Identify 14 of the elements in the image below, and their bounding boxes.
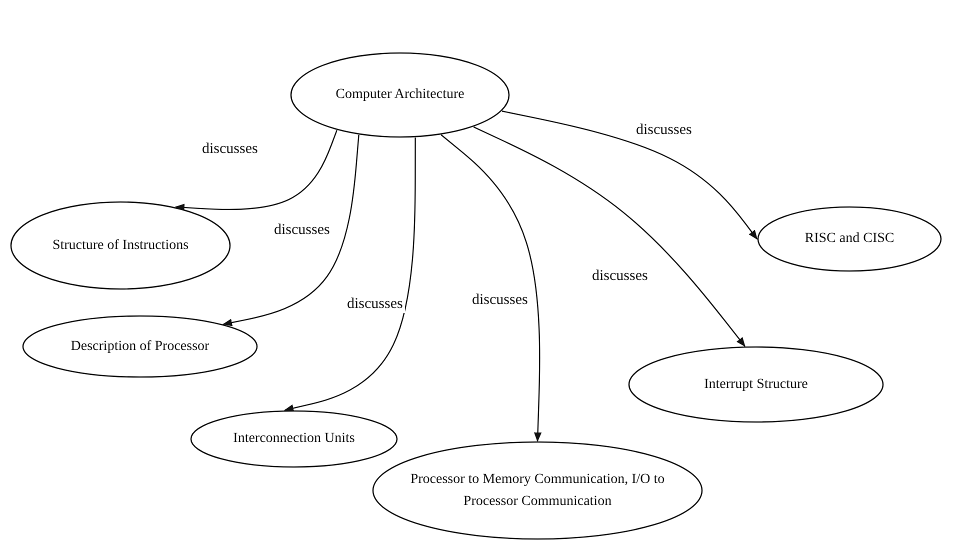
arrow <box>284 138 416 412</box>
arrow <box>440 134 542 442</box>
node-label: Description of Processor <box>70 338 210 356</box>
arrow <box>473 126 746 347</box>
arrow <box>222 134 360 326</box>
node-label: Interconnection Units <box>233 430 355 448</box>
node-label: RISC and CISC <box>804 230 894 248</box>
edge-label: discusses <box>345 296 405 313</box>
node-label: Computer Architecture <box>336 86 464 104</box>
node-label: Structure of Instructions <box>52 236 189 255</box>
arrow <box>502 110 758 240</box>
node-label: Interrupt Structure <box>704 376 808 394</box>
node-label: Processor to Memory Communication, I/O to Processor Communication <box>409 470 666 510</box>
arrow <box>174 130 338 212</box>
